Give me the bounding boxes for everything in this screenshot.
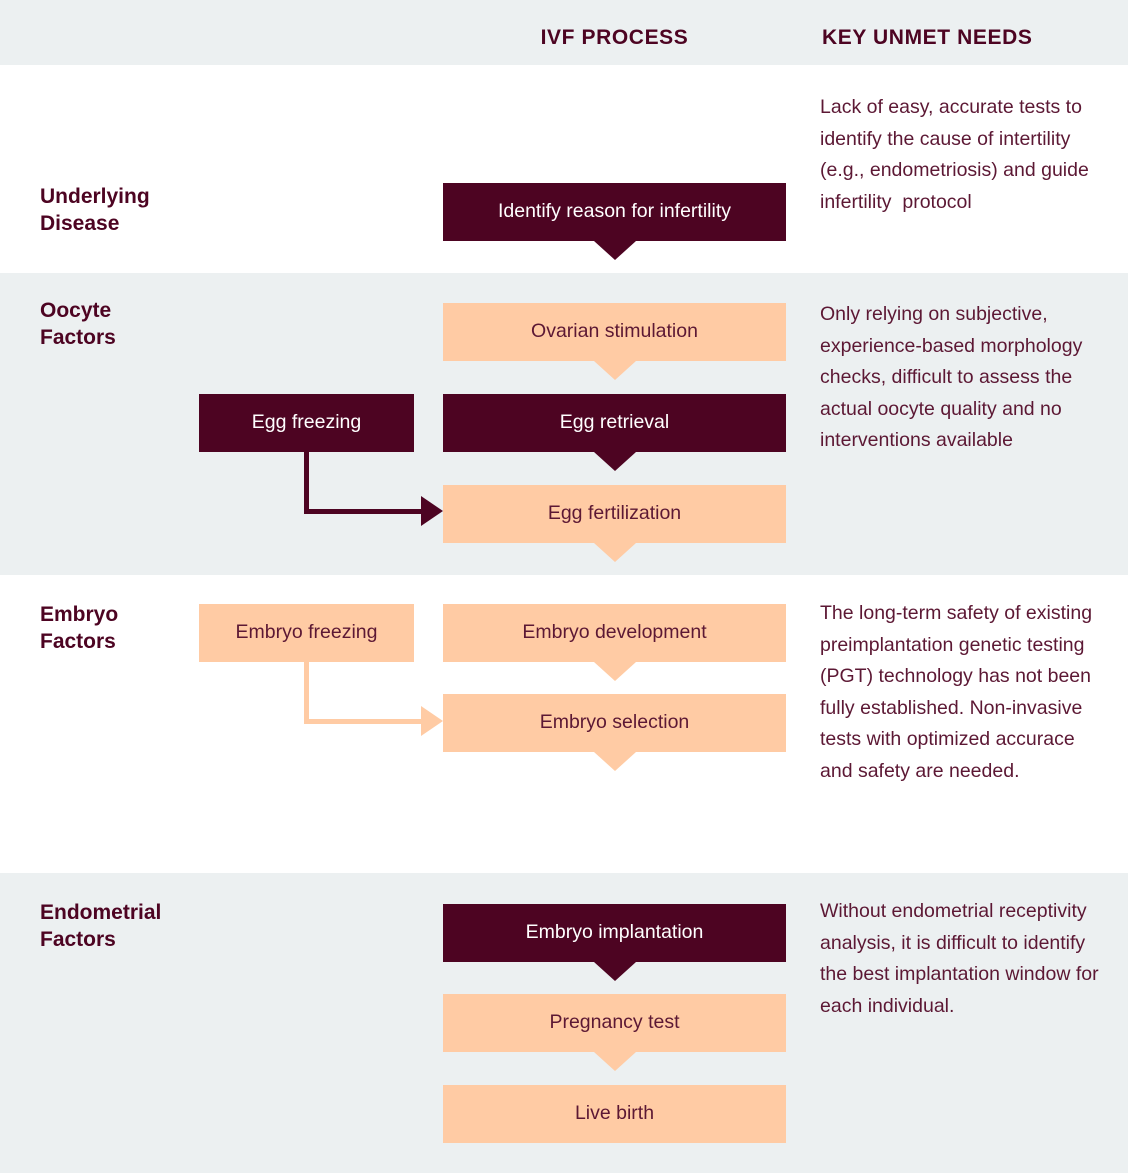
flow-arrow-down-icon — [594, 662, 636, 681]
notch-left-icon — [426, 399, 443, 447]
flow-arrow-down-icon — [594, 543, 636, 562]
process-box-embryo-development[interactable]: Embryo development — [443, 604, 786, 662]
process-box-embryo-freezing[interactable]: Embryo freezing — [199, 604, 414, 662]
flow-arrow-down-icon — [594, 1052, 636, 1071]
unmet-needs-endometrial-factors: Without endometrial receptivity analysis… — [820, 900, 1104, 1017]
flow-arrow-down-icon — [594, 241, 636, 260]
process-box-egg-retrieval[interactable]: Egg retrieval — [443, 394, 786, 452]
flow-arrow-down-icon — [594, 452, 636, 471]
connector-horizontal-egg-freezing — [304, 509, 421, 514]
process-box-ovarian-stimulation[interactable]: Ovarian stimulation — [443, 303, 786, 361]
process-box-live-birth[interactable]: Live birth — [443, 1085, 786, 1143]
category-label-oocyte-factors: Oocyte Factors — [40, 299, 116, 349]
connector-arrowhead-icon — [421, 496, 443, 526]
process-box-pregnancy-test[interactable]: Pregnancy test — [443, 994, 786, 1052]
column-header-ivf-process: IVF PROCESS — [540, 26, 689, 49]
flow-arrow-down-icon — [594, 361, 636, 380]
process-box-egg-fertilization[interactable]: Egg fertilization — [443, 485, 786, 543]
band-header — [0, 0, 1128, 65]
notch-left-icon — [426, 609, 443, 657]
process-box-identify-reason-for-infertility[interactable]: Identify reason for infertility — [443, 183, 786, 241]
process-box-embryo-implantation[interactable]: Embryo implantation — [443, 904, 786, 962]
unmet-needs-embryo-factors: The long-term safety of existing preimpl… — [820, 602, 1098, 782]
category-label-underlying-disease: Underlying Disease — [40, 185, 150, 235]
unmet-needs-oocyte-factors: Only relying on subjective, experience-b… — [820, 303, 1088, 451]
unmet-needs-underlying-disease: Lack of easy, accurate tests to identify… — [820, 96, 1095, 213]
process-box-embryo-selection[interactable]: Embryo selection — [443, 694, 786, 752]
category-label-embryo-factors: Embryo Factors — [40, 603, 119, 653]
category-label-endometrial-factors: Endometrial Factors — [40, 901, 162, 951]
connector-horizontal-embryo-freezing — [304, 719, 421, 724]
connector-vertical-embryo-freezing — [304, 662, 309, 724]
flow-arrow-down-icon — [594, 752, 636, 771]
process-box-egg-freezing[interactable]: Egg freezing — [199, 394, 414, 452]
connector-vertical-egg-freezing — [304, 452, 309, 514]
connector-arrowhead-icon — [421, 706, 443, 736]
flow-arrow-down-icon — [594, 962, 636, 981]
column-header-key-unmet-needs: KEY UNMET NEEDS — [822, 26, 1033, 49]
